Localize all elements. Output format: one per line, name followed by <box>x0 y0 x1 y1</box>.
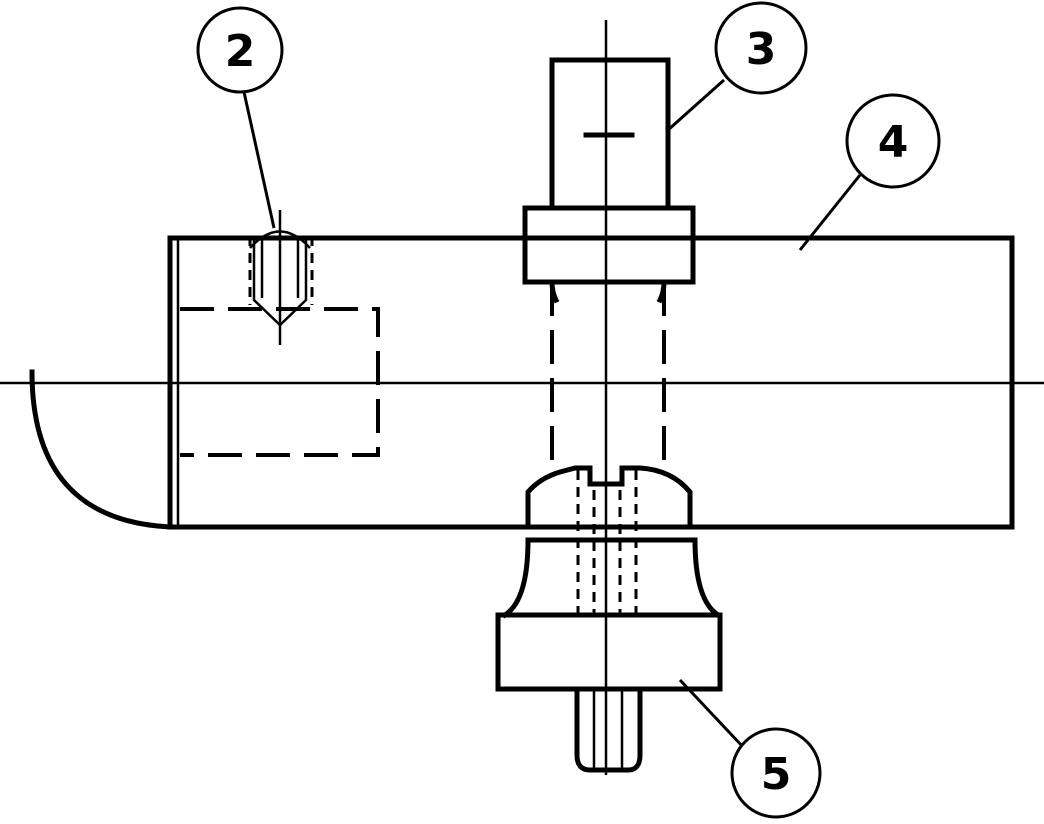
bottom-nut <box>495 612 723 692</box>
callout-2-label: 2 <box>225 26 256 77</box>
hidden-shank <box>549 279 667 470</box>
left-arc <box>29 369 173 530</box>
callout-4: 4 <box>845 93 941 189</box>
callout-5-label: 5 <box>761 749 792 800</box>
lower-flare <box>501 465 722 619</box>
main-bar <box>167 235 1015 530</box>
callout-2: 2 <box>196 6 284 94</box>
upper-collar <box>522 205 696 285</box>
callout-3-label: 3 <box>746 24 777 75</box>
leader-2 <box>242 91 276 229</box>
callout-3: 3 <box>714 1 808 95</box>
top-stem <box>549 57 671 211</box>
callout-4-label: 4 <box>878 117 909 168</box>
threaded-rod <box>574 470 643 773</box>
leader-5 <box>678 678 746 750</box>
leader-4 <box>798 174 862 251</box>
callout-5: 5 <box>730 727 822 819</box>
set-screw <box>248 210 314 345</box>
leader-3 <box>667 78 725 132</box>
